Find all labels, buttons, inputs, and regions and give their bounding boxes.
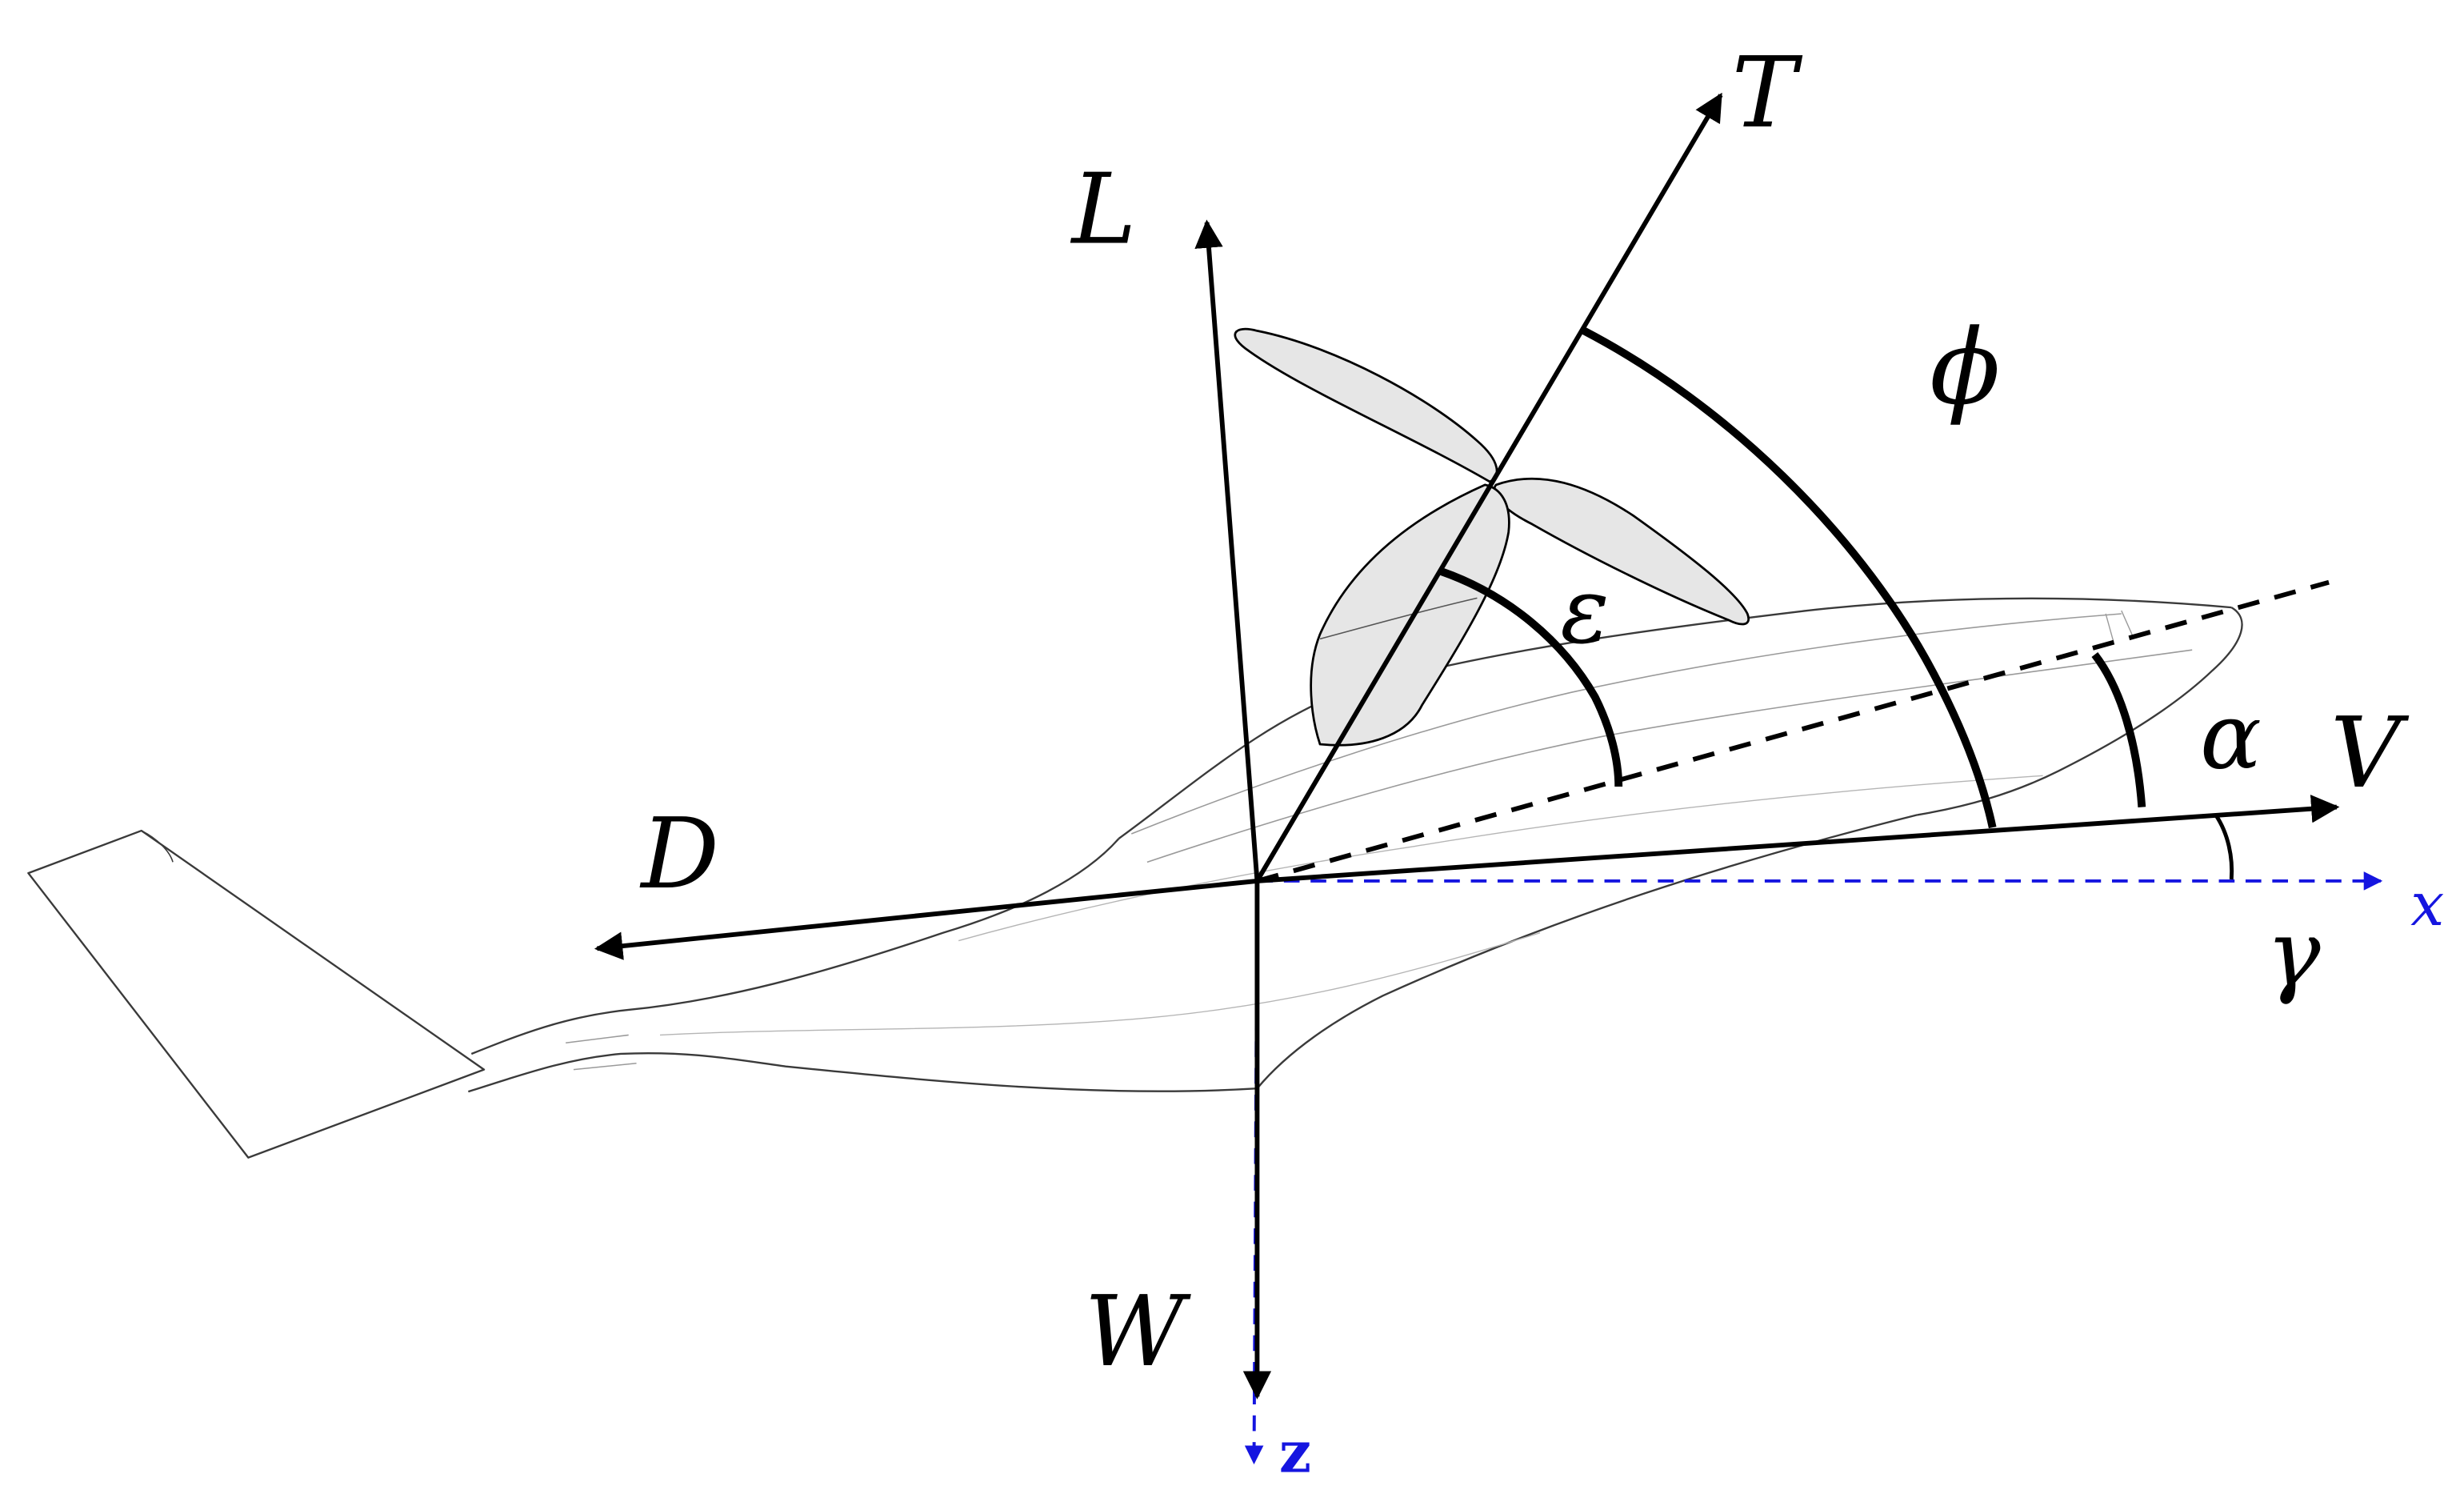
phi-arc [1582, 327, 1997, 829]
body-axis-dashed [1256, 579, 2330, 883]
epsilon-arc [1439, 567, 1623, 787]
alpha-arc [2091, 652, 2146, 807]
phi-label: ϕ [1930, 307, 2000, 428]
epsilon-label: ε [1561, 557, 1610, 663]
alpha-label: α [2200, 683, 2262, 789]
lift-vector [1194, 219, 1260, 882]
propeller-blade-upper [1234, 327, 1498, 483]
gamma-arc [2214, 814, 2234, 880]
vertical-tail [27, 829, 486, 1159]
fuselage-belly [1256, 814, 1918, 1089]
thrust-label: T [1732, 36, 1803, 150]
z-axis-label: z [1279, 1419, 1311, 1485]
thrust-vector [1254, 92, 1723, 883]
z-axis-line [1244, 880, 1264, 1465]
aircraft-drawing [27, 597, 2243, 1159]
propeller-blade-right [1493, 477, 1750, 626]
fuselage-nose [1917, 607, 2243, 816]
velocity-vector [1257, 795, 2340, 883]
gamma-label: γ [2266, 900, 2322, 1007]
drag-label: D [639, 797, 719, 911]
fuselage-upper [1118, 597, 2232, 839]
lift-label: L [1070, 152, 1137, 266]
velocity-label: V [2330, 696, 2410, 810]
drag-vector [594, 878, 1258, 960]
weight-label: W [1084, 1275, 1191, 1388]
tail-boom [470, 838, 1120, 1055]
propeller [1234, 327, 1750, 747]
x-axis-label: x [2410, 870, 2444, 939]
